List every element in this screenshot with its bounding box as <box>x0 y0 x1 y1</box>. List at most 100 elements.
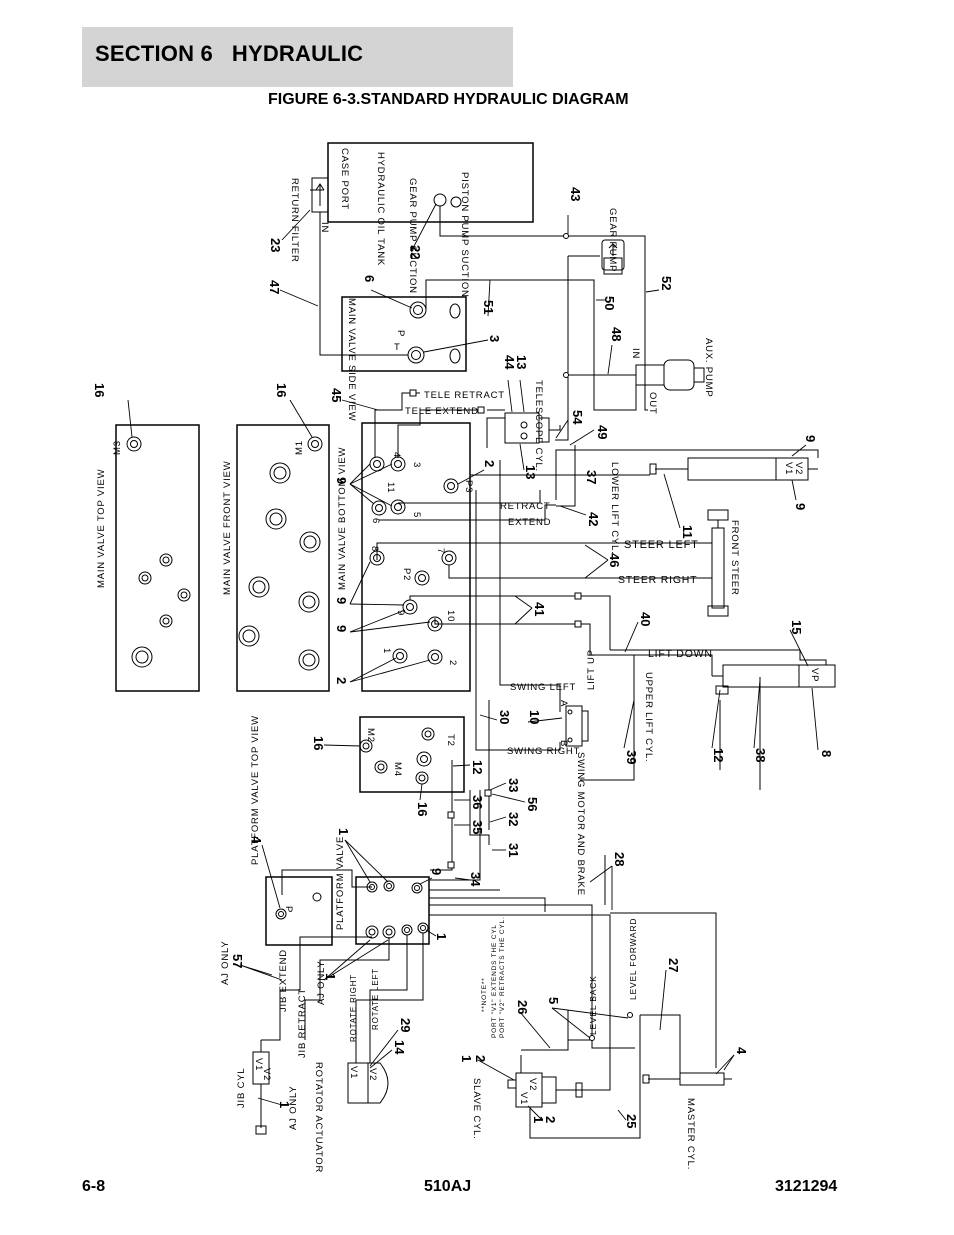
callout-29: 29 <box>398 1018 413 1032</box>
slave-v2-label: V2 <box>527 1078 538 1091</box>
callout-56: 56 <box>525 797 540 811</box>
footer-page-number: 6-8 <box>82 1178 106 1195</box>
upper-lift-vp-label: VP <box>809 668 820 682</box>
note-v2: PORT "V2" RETRACTS THE CYL. <box>499 916 506 1038</box>
port-t-label: T <box>394 342 401 353</box>
callout-16c: 16 <box>311 736 326 750</box>
callout-16d: 16 <box>415 802 430 816</box>
hydraulic-lines <box>261 189 827 1139</box>
port-9-label: 9 <box>395 610 406 616</box>
extend-label: EXTEND <box>508 517 551 528</box>
callout-6: 6 <box>362 275 377 282</box>
main-valve-side-view: MAIN VALVE SIDE VIEW P T <box>341 296 467 421</box>
callout-43: 43 <box>568 187 583 201</box>
tank-name-label: HYDRAULIC OIL TANK <box>375 152 386 266</box>
callout-54: 54 <box>570 410 585 425</box>
slave-cyl: V1 V2 SLAVE CYL. <box>471 1072 583 1140</box>
callout-25: 25 <box>624 1114 639 1128</box>
callout-37: 37 <box>584 470 599 484</box>
port-m2-label: M2 <box>365 728 376 743</box>
master-cyl: MASTER CYL. <box>642 1072 732 1170</box>
swing-motor: A B SWING MOTOR AND BRAKE <box>558 700 589 896</box>
rotate-right-label: ROTATE RIGHT <box>349 974 358 1042</box>
main-valve-top-label: MAIN VALVE TOP VIEW <box>96 469 107 588</box>
port-p-label: P <box>395 330 406 337</box>
footer-model: 510AJ <box>424 1178 472 1195</box>
tank-case-port-label: CASE PORT <box>339 148 350 210</box>
swing-valve-block: M2 M4 T2 <box>359 716 465 793</box>
callout-22: 22 <box>408 245 423 259</box>
callout-41: 41 <box>532 602 547 616</box>
master-cyl-label: MASTER CYL. <box>685 1098 696 1170</box>
callout-49: 49 <box>595 425 610 439</box>
callout-9a: 9 <box>803 435 818 442</box>
callout-33: 33 <box>506 778 521 792</box>
callout-2c: 2 <box>473 1055 488 1062</box>
lower-lift-cyl-label: LOWER LIFT CYL. <box>609 462 620 555</box>
callout-30: 30 <box>497 710 512 724</box>
lower-lift-cyl: V1 V2 LOWER LIFT CYL. <box>609 457 818 555</box>
hydraulic-oil-tank: CASE PORT HYDRAULIC OIL TANK GEAR PUMP S… <box>327 142 534 298</box>
callout-2b: 2 <box>334 677 349 684</box>
rotate-left-label: ROTATE LEFT <box>371 968 380 1030</box>
aj-only-label-1: AJ ONLY <box>220 941 231 986</box>
callout-numbers: 43 23 22 6 47 52 51 50 48 3 44 13 16 16 … <box>92 187 834 1128</box>
swing-motor-label: SWING MOTOR AND BRAKE <box>575 752 586 896</box>
upper-lift-cyl: VP UPPER LIFT CYL. <box>643 664 836 763</box>
port-m4-label: M4 <box>392 762 403 777</box>
line-labels: TELE RETRACT TELE EXTEND RETRACT EXTEND … <box>220 390 712 1130</box>
jib-cyl: V1 V2 JIB CYL <box>236 1040 272 1135</box>
callout-26: 26 <box>515 1000 530 1014</box>
lower-lift-v1-label: V1 <box>783 462 794 475</box>
platform-top-port-p: P <box>283 906 294 913</box>
port-4-label: 4 <box>391 452 402 458</box>
callout-23: 23 <box>268 238 283 252</box>
callout-38: 38 <box>753 748 768 762</box>
aj-only-label-2: AJ ONLY <box>316 961 327 1006</box>
callout-36: 36 <box>470 795 485 809</box>
slave-cyl-label: SLAVE CYL. <box>471 1078 482 1140</box>
callout-4b: 4 <box>734 1047 749 1055</box>
lower-lift-v2-label: V2 <box>793 462 804 475</box>
main-valve-bottom-view: MAIN VALVE BOTTOM VIEW 3 4 5 6 P3 8 7 P2… <box>337 422 474 692</box>
callout-12b: 12 <box>470 760 485 774</box>
callout-9d: 9 <box>334 597 349 604</box>
callout-39: 39 <box>624 750 639 764</box>
callout-13a: 13 <box>514 355 529 369</box>
callout-44: 44 <box>502 355 517 370</box>
callout-45: 45 <box>329 388 344 402</box>
callout-9e: 9 <box>334 625 349 632</box>
steer-right-label: STEER RIGHT <box>618 574 697 586</box>
return-filter: RETURN FILTER IN <box>289 177 330 263</box>
swing-right-label: SWING RIGHT <box>507 746 580 757</box>
level-forward-label: LEVEL FORWARD <box>628 918 638 1000</box>
port-11-label: 11 <box>385 482 396 493</box>
callout-1e: 1 <box>277 1101 292 1108</box>
aux-pump: IN OUT AUX. PUMP <box>630 338 714 414</box>
callout-34: 34 <box>468 872 483 887</box>
main-valve-front-view: M1 MAIN VALVE FRONT VIEW <box>222 424 330 692</box>
callout-14: 14 <box>392 1040 407 1055</box>
port-8-label: 8 <box>369 546 380 552</box>
callout-1d: 1 <box>459 1055 474 1062</box>
callout-28: 28 <box>612 852 627 866</box>
platform-valve-top-view: PLATFORM VALVE TOP VIEW P <box>250 715 333 946</box>
port-6-label: 6 <box>370 518 381 524</box>
callout-27: 27 <box>666 958 681 972</box>
telescope-cyl-label: TELESCOPE CYL. <box>533 380 544 472</box>
callout-1a: 1 <box>336 828 351 835</box>
rotator-v2-label: V2 <box>367 1068 378 1081</box>
aux-pump-in-label: IN <box>630 348 641 359</box>
platform-valve-label: PLATFORM VALVE <box>335 836 346 930</box>
figure-title: FIGURE 6-3.STANDARD HYDRAULIC DIAGRAM <box>268 91 629 108</box>
callout-4a: 4 <box>249 836 264 844</box>
level-back-label: LEVEL BACK <box>588 975 598 1035</box>
upper-lift-cyl-label: UPPER LIFT CYL. <box>643 672 654 763</box>
port-1-label: 1 <box>381 648 392 654</box>
lift-up-label: LIFT UP <box>586 649 597 690</box>
swing-port-a-label: A <box>558 700 569 707</box>
return-filter-label: RETURN FILTER <box>289 178 300 263</box>
callout-52: 52 <box>659 276 674 290</box>
port-p3-label: P3 <box>463 480 474 493</box>
callout-31: 31 <box>506 843 521 857</box>
